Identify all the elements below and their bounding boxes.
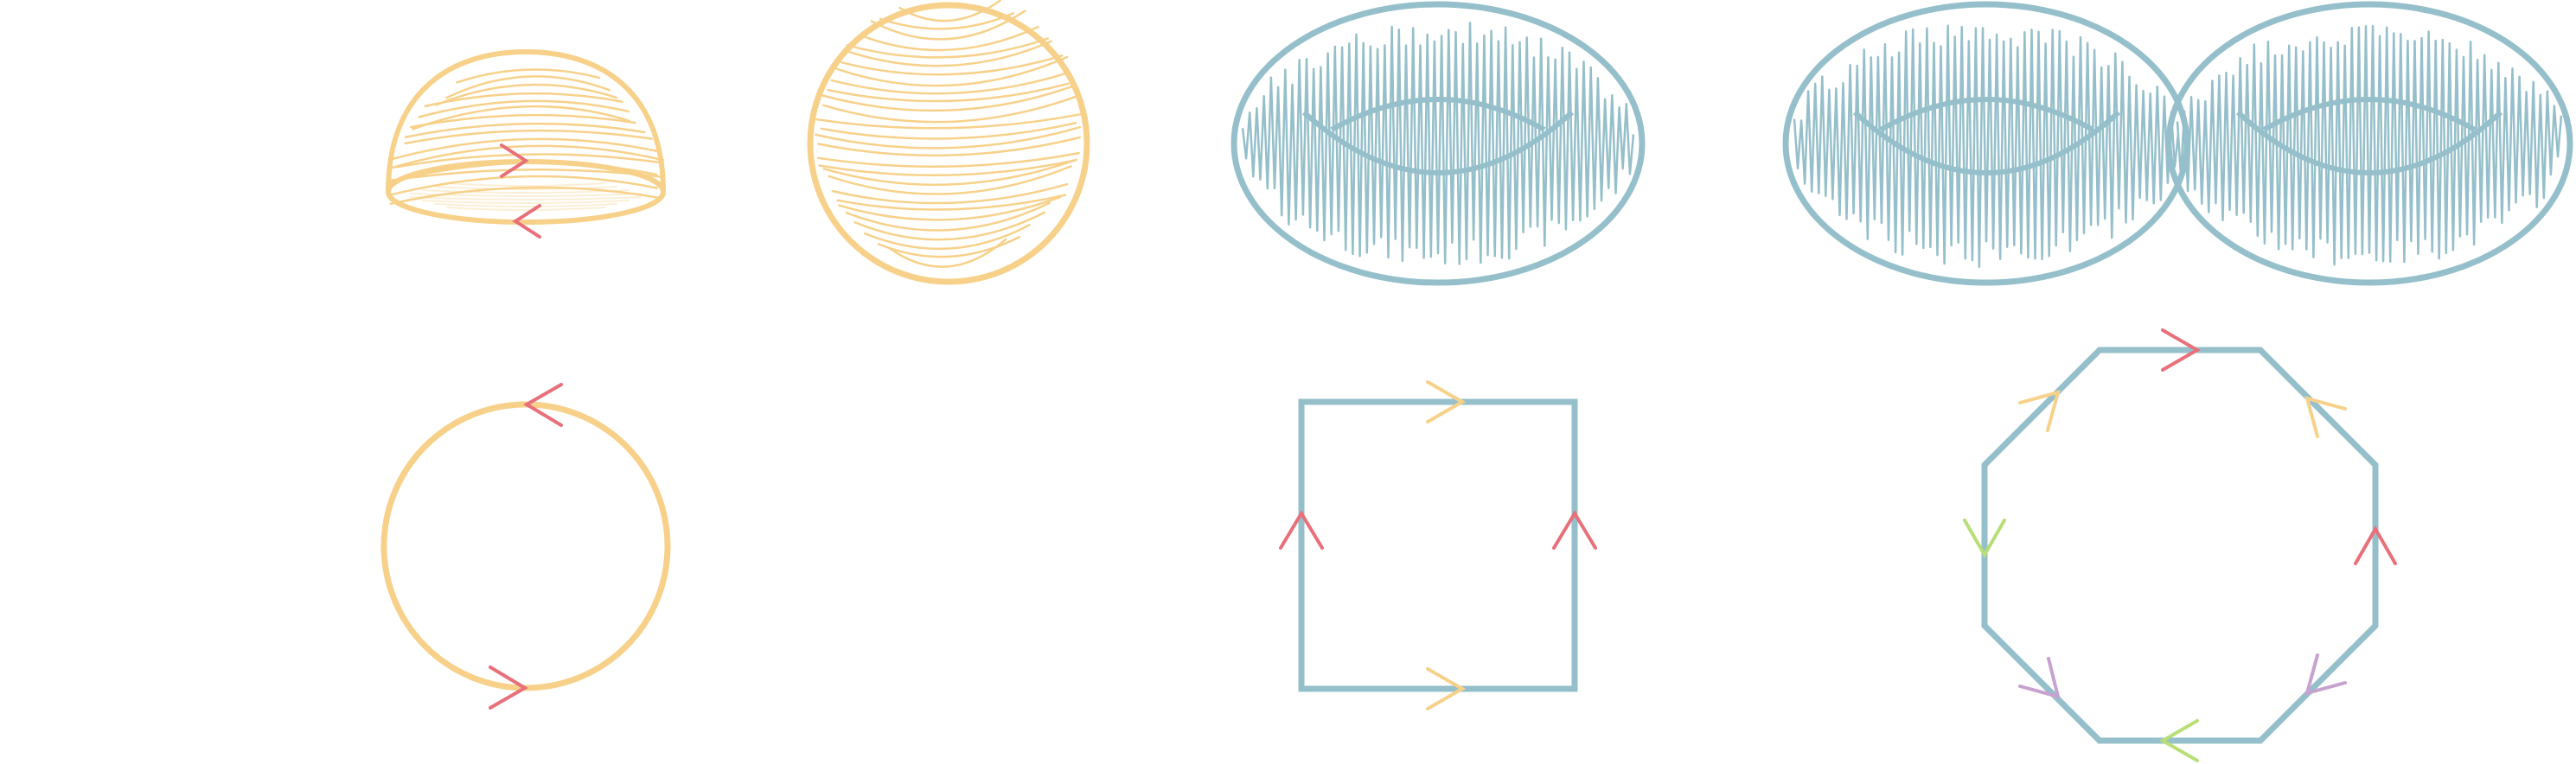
half-sphere-arrow-bottom [512, 204, 541, 239]
half-sphere-rim-hatch-line [410, 196, 642, 201]
half-sphere-rim-hatch-line [422, 189, 630, 194]
circle-polygon [380, 383, 671, 710]
double-torus-left-outline [1782, 1, 2190, 286]
half-sphere-hatch-line [412, 105, 631, 131]
octagon-arrow-top [2161, 328, 2202, 372]
half-sphere-hatch-line [445, 75, 610, 99]
sphere-hatch-line [822, 94, 1079, 124]
sphere-hatch-line [863, 224, 1031, 251]
double-torus-right-outline [2165, 1, 2573, 286]
half-sphere-hatch-line [390, 175, 659, 196]
half-sphere-rim-hatch-line [434, 186, 617, 190]
double-torus-left-hole-lower [1852, 110, 2121, 175]
half-sphere-dome-outline [386, 48, 666, 194]
circle-arrow-top [523, 383, 563, 427]
half-sphere-hatch-line [418, 99, 630, 118]
sphere-hatch-line [889, 238, 1007, 268]
sphere-hatch-line [817, 136, 1081, 157]
half-sphere-rim-hatch-line [446, 207, 605, 211]
sphere-hatch-line [820, 85, 1074, 112]
double-torus-right-hole-lower [2235, 110, 2503, 175]
octagon-arrow-right [2354, 525, 2397, 565]
sphere-hatch-line [870, 10, 1026, 41]
sphere-hatch-line [831, 182, 1069, 205]
double-torus-left-hole-upper [1879, 97, 2094, 132]
sphere-hatch-line [842, 40, 1053, 67]
circle-arrow-bottom [489, 665, 528, 710]
octagon-arrow-lower-right [2304, 653, 2347, 696]
torus-hole-upper [1330, 97, 1546, 132]
torus-hatch-wave [1241, 22, 1635, 265]
half-sphere-rim-hatch-line [434, 203, 617, 207]
double-torus-right-hole-upper [2262, 97, 2477, 132]
half-sphere-surface [386, 48, 666, 239]
double-torus-hatching [1793, 24, 2563, 269]
sphere-hatch-line [818, 159, 1077, 176]
double-torus-surface [1782, 1, 2573, 286]
sphere-surface [807, 0, 1090, 285]
half-sphere-hatch-line [424, 92, 623, 108]
sphere-hatching [815, 0, 1082, 268]
sphere-hatch-line [816, 151, 1080, 168]
half-sphere-rim-hatch-line [446, 182, 605, 187]
sphere-outline [807, 2, 1090, 285]
square-arrow-bottom [1426, 667, 1467, 710]
torus-outer-outline [1230, 1, 1646, 286]
circle-polygon-outline [380, 401, 671, 691]
half-sphere-hatch-line [410, 113, 636, 129]
sphere-hatch-line [838, 195, 1062, 221]
half-sphere-hatch-line [391, 137, 662, 161]
torus-surface [1230, 1, 1646, 286]
octagon-arrow-upper-right [2304, 396, 2347, 438]
sphere-hatch-line [846, 37, 1050, 59]
square-polygon-outline [1298, 398, 1578, 692]
sphere-hatch-line [820, 122, 1077, 140]
sphere-hatch-line [815, 125, 1081, 150]
torus-hole-lower [1301, 110, 1575, 175]
sphere-hatch-line [836, 194, 1067, 211]
sphere-hatch-line [822, 158, 1077, 187]
half-sphere-hatch-line [395, 153, 661, 169]
sphere-hatch-line [853, 211, 1046, 241]
sphere-hatch-line [815, 113, 1082, 130]
square-arrow-right [1552, 510, 1597, 550]
sphere-hatch-line [827, 82, 1070, 103]
half-sphere-hatch-line [456, 68, 601, 84]
half-sphere-arrow-top [500, 143, 529, 178]
sphere-hatch-line [845, 201, 1051, 232]
sphere-hatch-line [831, 55, 1069, 87]
sphere-hatch-line [877, 235, 1021, 258]
double-torus-left-hatch-wave [1793, 24, 2180, 269]
sphere-hatch-line [828, 165, 1072, 195]
sphere-hatch-line [859, 25, 1039, 52]
half-sphere-hatch-line [435, 83, 618, 106]
half-sphere-hatching [388, 68, 665, 211]
half-sphere-hatch-line [404, 129, 653, 145]
half-sphere-hatch-line [389, 144, 665, 169]
torus-hatching [1241, 22, 1635, 265]
half-sphere-hatch-line [389, 186, 661, 206]
sphere-hatch-line [830, 72, 1069, 95]
square-arrow-top [1426, 380, 1467, 423]
half-sphere-rim-hatch-line [422, 200, 630, 204]
octagon-arrow-bottom [2158, 719, 2199, 762]
octagon-arrow-lower-left [2018, 657, 2061, 699]
sphere-hatch-line [840, 54, 1064, 76]
octagon-polygon-outline [1981, 347, 2379, 744]
octagon-arrow-upper-left [2018, 390, 2061, 432]
double-torus-right-hatch-wave [2176, 24, 2563, 266]
square-arrow-left [1279, 510, 1324, 550]
half-sphere-rim-hatch-line [410, 193, 642, 197]
sphere-hatch-line [879, 12, 1015, 30]
octagon-polygon [1963, 328, 2397, 762]
half-sphere-hatch-line [404, 122, 646, 138]
octagon-arrow-left [1963, 519, 2006, 559]
square-polygon [1279, 380, 1597, 710]
